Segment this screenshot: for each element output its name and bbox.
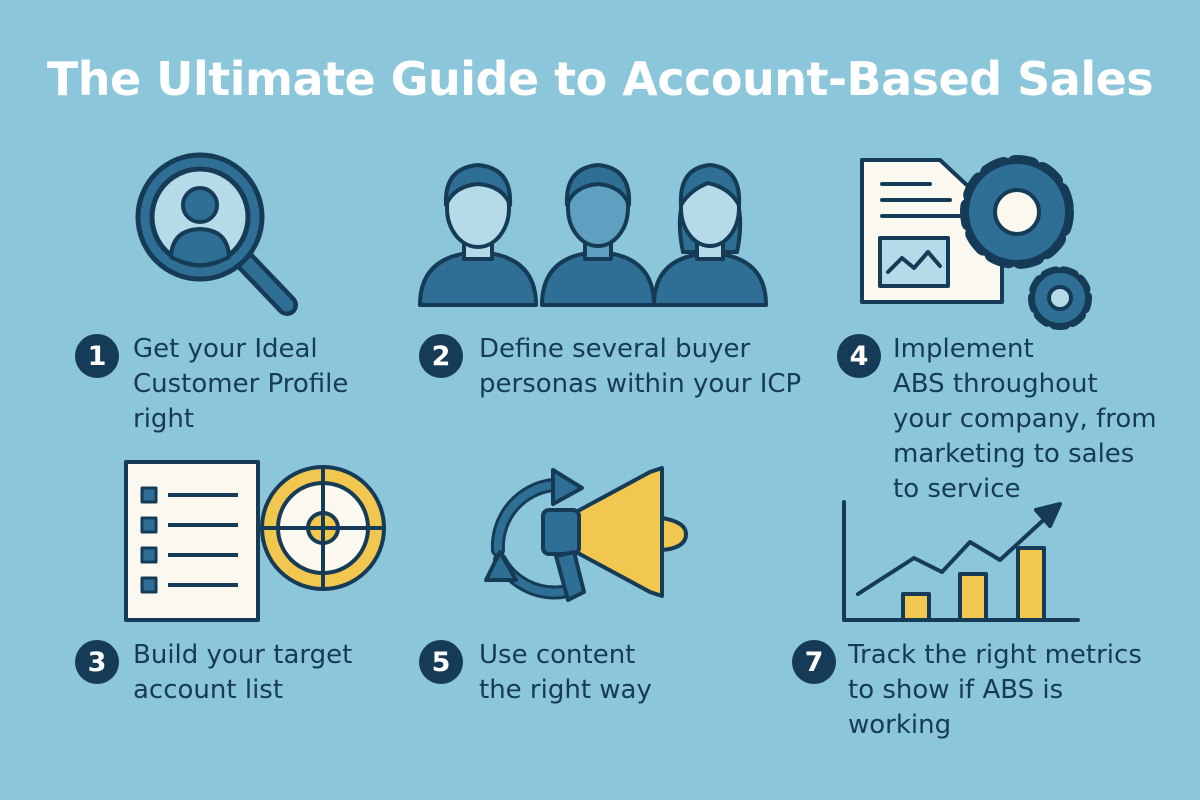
checklist-target-icon: [124, 460, 386, 622]
step-text: Track the right metrics to show if ABS i…: [848, 640, 1142, 740]
step-number-badge: 5: [419, 640, 463, 684]
step-number-badge: 4: [837, 334, 881, 378]
document-gears-icon: [860, 155, 1092, 330]
buyer-personas-icon: [418, 163, 768, 307]
step-text: Define several buyer personas within you…: [479, 334, 802, 399]
step-number-badge: 2: [419, 334, 463, 378]
step-number-badge: 7: [792, 640, 836, 684]
page-title: The Ultimate Guide to Account-Based Sale…: [46, 52, 1154, 106]
step-text: Implement ABS throughout your company, f…: [893, 334, 1157, 504]
megaphone-cycle-icon: [484, 466, 688, 602]
step-number-badge: 1: [75, 334, 119, 378]
growth-chart-icon: [842, 500, 1080, 622]
step-text: Use content the right way: [479, 640, 652, 705]
magnifier-person-icon: [135, 152, 298, 316]
step-text: Get your Ideal Customer Profile right: [133, 334, 349, 434]
step-number-badge: 3: [75, 640, 119, 684]
step-text: Build your target account list: [133, 640, 353, 705]
